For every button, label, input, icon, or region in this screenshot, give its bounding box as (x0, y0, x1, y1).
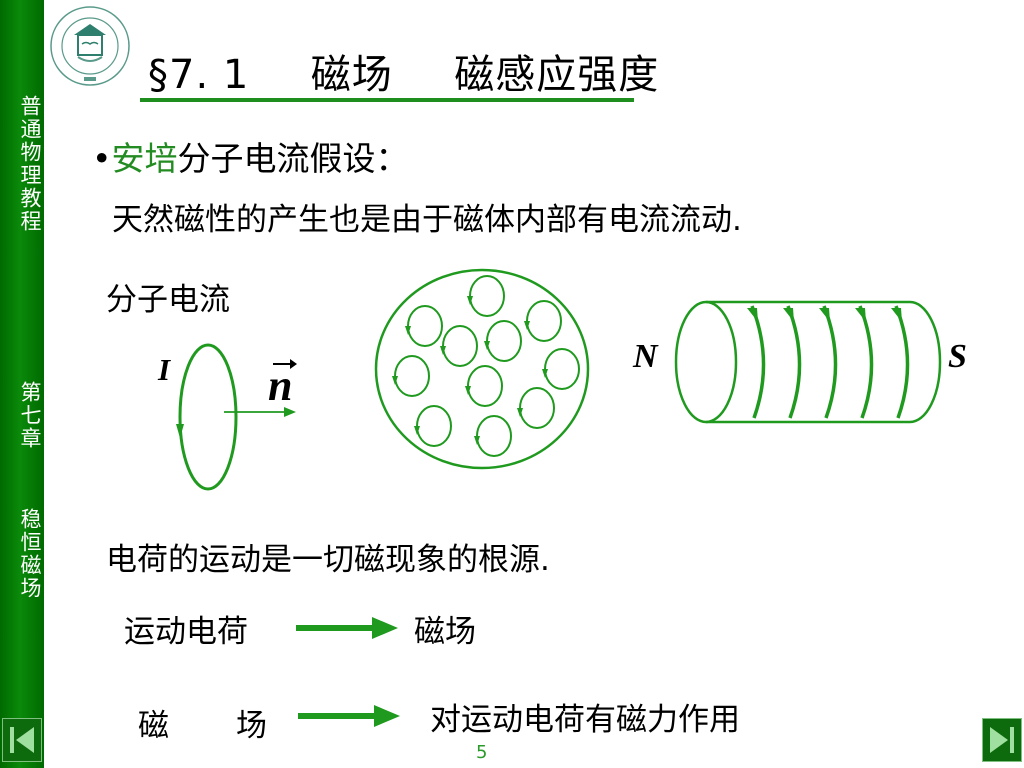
current-loop (178, 343, 238, 491)
prev-icon (10, 727, 34, 753)
slide-title: §7. 1 磁场 磁感应强度 (148, 42, 659, 100)
north-pole-label: N (633, 338, 658, 375)
sidebar: 普通物理教程 第七章 稳恒磁场 (0, 0, 44, 768)
next-icon (990, 727, 1014, 753)
next-slide-button[interactable] (982, 718, 1022, 762)
university-logo-icon (50, 6, 130, 86)
current-direction-arrow (176, 424, 184, 438)
hypothesis-heading: •安培分子电流假设： (92, 132, 408, 180)
south-pole-label: S (948, 338, 967, 375)
field-label-first-char: 磁 (138, 708, 169, 744)
normal-symbol: n (268, 361, 293, 410)
force-on-charge-text: 对运动电荷有磁力作用 (430, 702, 740, 738)
page-number: 5 (476, 742, 488, 763)
current-symbol: I (158, 352, 171, 387)
title-topic-field: 磁场 (310, 52, 393, 98)
magnetic-field-label: 磁场 (414, 614, 476, 650)
bullet: • (92, 139, 112, 178)
magnet-front-face (674, 300, 738, 424)
current-loop-diagram (176, 343, 296, 491)
chapter-number: 第七章 (18, 381, 42, 450)
solenoid-magnet-diagram (674, 300, 942, 424)
molecular-current-label: 分子电流 (106, 282, 230, 318)
root-statement: 电荷的运动是一切磁现象的根源. (106, 542, 550, 578)
hypothesis-text: 分子电流假设： (177, 139, 409, 178)
vector-arrow-icon (273, 359, 297, 369)
field-label-second-char: 场 (236, 708, 267, 744)
course-title: 普通物理教程 (18, 95, 42, 233)
molecular-currents-diagram (374, 268, 590, 470)
title-topic-induction: 磁感应强度 (454, 52, 660, 98)
moving-charge-label: 运动电荷 (124, 614, 248, 650)
prev-slide-button[interactable] (2, 718, 42, 762)
explanation-text: 天然磁性的产生也是由于磁体内部有电流流动. (112, 202, 742, 238)
chapter-title: 稳恒磁场 (18, 508, 42, 600)
magnet-cross-section (374, 268, 590, 470)
title-underline (140, 98, 634, 102)
surface-current-bands (750, 305, 910, 419)
arrow-charge-to-field (296, 617, 398, 639)
section-number: §7. 1 (148, 52, 250, 98)
molecular-current-loops (394, 275, 580, 457)
ampere-name: 安培 (111, 139, 178, 178)
arrow-field-to-force (298, 705, 400, 727)
